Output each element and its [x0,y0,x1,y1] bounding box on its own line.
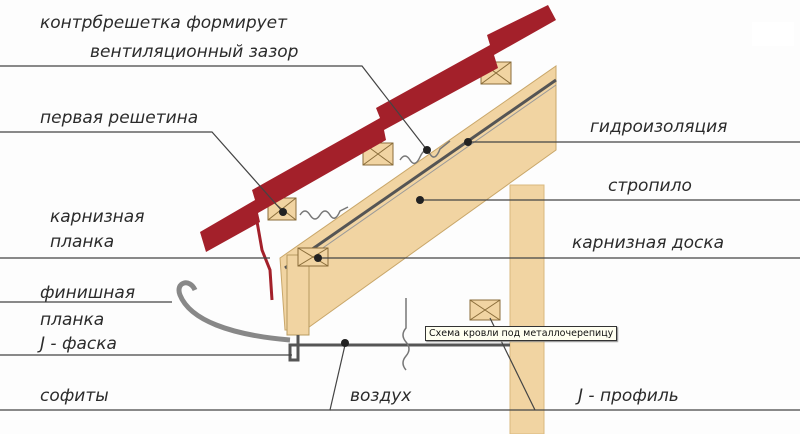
soffit [288,335,510,362]
membrane [284,78,557,270]
label-rafter: стропило [608,176,692,196]
label-eaves-strip-1: карнизная [50,207,145,227]
membrane-edge [286,84,557,274]
tooltip: Схема кровли под металлочерепицу [425,326,618,341]
label-eaves-strip-2: планка [50,232,115,252]
label-eaves-board: карнизная доска [572,233,725,253]
label-finish-strip-1: финишная [40,283,136,303]
label-air: воздух [350,386,412,406]
label-ventilation-gap: вентиляционный зазор [90,42,299,62]
label-counter-batten: контрбрешетка формирует [40,13,288,33]
leader-lines [0,65,800,411]
label-first-batten: первая решетина [40,108,199,128]
air-flow-arrows [299,140,451,371]
post [509,184,545,434]
metal-tile [200,5,556,252]
leader-dots [279,138,472,347]
eaves-board [286,254,310,336]
label-j-chamfer: J - фаска [40,334,117,354]
blank-box [752,22,794,46]
label-waterproofing: гидроизоляция [590,117,728,137]
label-j-profile: J - профиль [578,386,679,406]
gutter [176,280,291,343]
label-finish-strip-2: планка [40,310,105,330]
drip-edge [253,209,274,301]
label-soffits: софиты [40,386,109,406]
